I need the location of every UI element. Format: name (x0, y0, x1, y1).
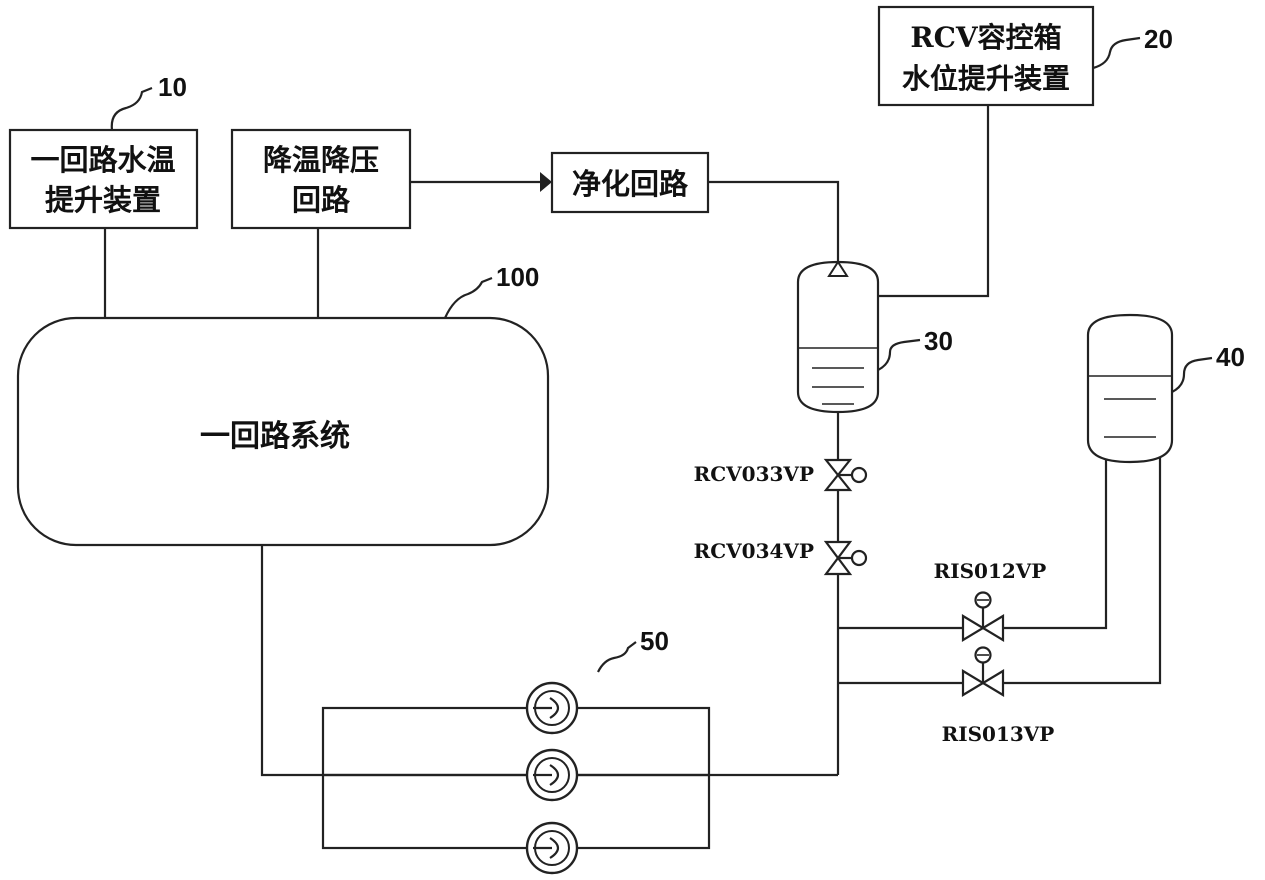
rcv-level-line1: RCV容控箱 (910, 21, 1061, 54)
gate-valve-icon[interactable] (823, 540, 868, 576)
inlet-triangle-icon (827, 260, 849, 277)
leader-40 (1171, 356, 1213, 393)
ref-10: 10 (158, 72, 187, 102)
leader-30 (877, 338, 921, 371)
pump-icon[interactable] (525, 821, 579, 875)
gate-valve-icon[interactable] (961, 591, 1005, 642)
line-primary-to-pumps (260, 545, 838, 777)
valve-label-ris013: RIS013VP (942, 722, 1055, 746)
rcv-level-line2: 水位提升装置 (902, 62, 1070, 95)
reference-leaders (110, 36, 1213, 673)
ref-40: 40 (1216, 342, 1245, 372)
ref-100: 100 (496, 262, 539, 292)
line-ris013-to-tank40 (838, 455, 1162, 685)
temp-raise-device[interactable]: 一回路水温 提升装置 (8, 128, 199, 230)
leader-50 (597, 641, 637, 673)
gate-valve-icon[interactable] (823, 458, 868, 492)
purify-loop[interactable]: 净化回路 (550, 151, 710, 214)
pump-loop-frame (321, 706, 711, 850)
actuator-icon (850, 549, 868, 567)
tank-icon[interactable] (1086, 313, 1174, 464)
ref-20: 20 (1144, 24, 1173, 54)
pump-icon[interactable] (525, 681, 579, 735)
line-ris012-to-tank40 (838, 455, 1108, 630)
arrowhead-icon (540, 172, 552, 192)
valve-label-rcv033: RCV033VP (694, 462, 814, 486)
rcv-level-raise-device[interactable]: RCV容控箱 水位提升装置 (877, 5, 1095, 107)
primary-loop-system[interactable]: 一回路系统 (16, 316, 550, 547)
leader-10 (110, 86, 153, 131)
pump-icon[interactable] (525, 748, 579, 802)
valve-label-rcv034: RCV034VP (694, 539, 814, 563)
temp-raise-line1: 一回路水温 (30, 143, 175, 177)
actuator-icon (850, 466, 868, 484)
cool-depress-line2: 回路 (292, 183, 351, 217)
purify-label: 净化回路 (572, 167, 689, 201)
leader-20 (1092, 36, 1141, 70)
ref-50: 50 (640, 626, 669, 656)
line-purify-to-tank30 (708, 180, 840, 262)
ref-30: 30 (924, 326, 953, 356)
cool-depress-line1: 降温降压 (263, 143, 379, 177)
cool-depress-loop[interactable]: 降温降压 回路 (230, 128, 412, 230)
gate-valve-icon[interactable] (961, 646, 1005, 697)
valve-label-ris012: RIS012VP (934, 559, 1047, 583)
line-rcv-level-to-tank30 (878, 105, 990, 298)
tank-icon[interactable] (796, 260, 880, 414)
leader-100 (443, 276, 493, 319)
temp-raise-line2: 提升装置 (45, 183, 161, 217)
primary-label: 一回路系统 (200, 419, 350, 454)
